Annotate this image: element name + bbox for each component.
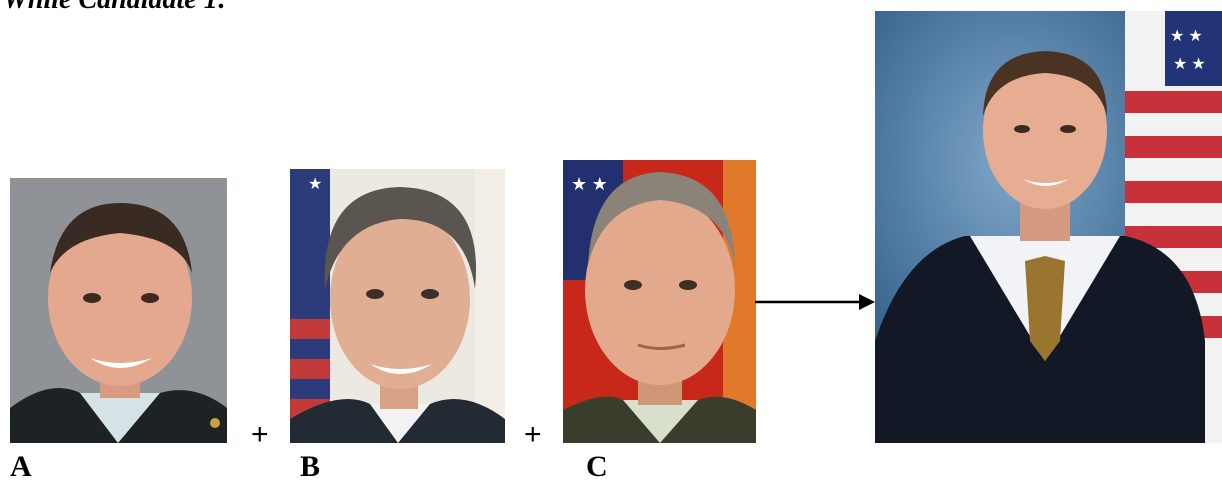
label-c: C xyxy=(586,450,608,483)
diagram-title: While Candidate 1: xyxy=(3,0,227,16)
photo-result: ★ ★ ★ ★ xyxy=(875,11,1222,443)
svg-text:★: ★ xyxy=(308,176,322,193)
label-b: B xyxy=(300,450,321,483)
plus-operator-2: + xyxy=(524,418,542,451)
plus-operator-1: + xyxy=(251,418,269,451)
photo-a xyxy=(10,178,227,443)
svg-text:★ ★: ★ ★ xyxy=(1170,28,1203,45)
arrow-icon xyxy=(755,294,875,310)
svg-text:★ ★: ★ ★ xyxy=(1173,56,1206,73)
svg-text:★ ★: ★ ★ xyxy=(571,174,608,194)
photo-c: ★ ★ xyxy=(563,160,756,443)
photo-b: ★ xyxy=(290,169,505,443)
label-a: A xyxy=(10,450,32,483)
